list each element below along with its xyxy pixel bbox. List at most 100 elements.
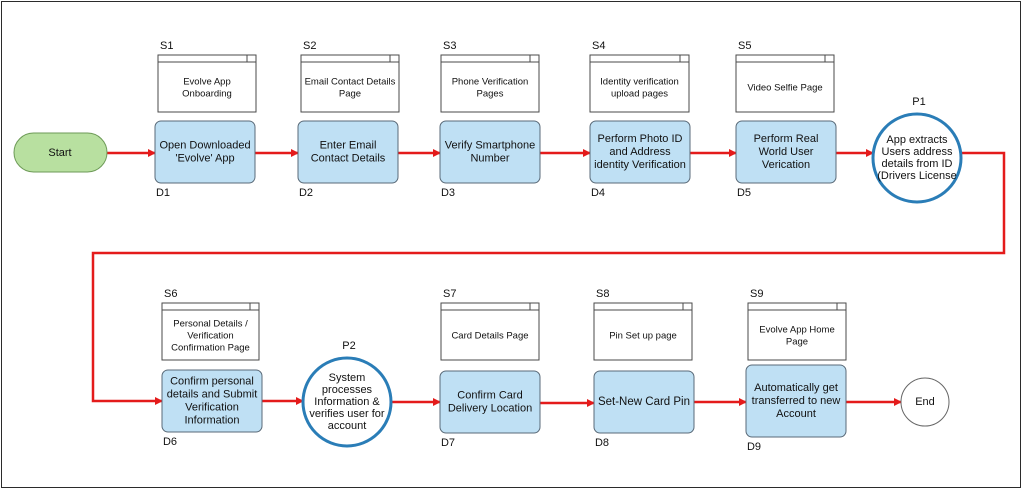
end-terminal: End (900, 377, 950, 427)
screen-title-bar (440, 302, 540, 311)
screen-caption-line: Onboarding (182, 89, 232, 100)
start-terminal: Start (13, 132, 108, 173)
system-process-circle (871, 112, 963, 204)
screen-frame (440, 54, 540, 113)
step-code: D3 (441, 187, 455, 199)
screen-caption-line: Personal Details / (173, 319, 248, 330)
system-process-caption-line: verifies user for (309, 408, 385, 420)
step-box (154, 120, 256, 184)
step-box (439, 120, 541, 184)
system-process-caption-line: App extracts (886, 134, 948, 146)
step-box (745, 364, 847, 438)
screen-caption-line: Identity verification (600, 77, 679, 88)
system-process-circle (301, 356, 393, 448)
system-process-caption-line: processes (322, 384, 373, 396)
screen-title-bar (440, 54, 540, 63)
screen-caption-line: Page (786, 337, 808, 348)
step-caption-line: Enter Email (320, 139, 377, 151)
step-caption-line: 'Evolve' App (175, 152, 234, 164)
system-process-caption-line: account (328, 420, 367, 432)
step-caption-line: identity Verification (594, 159, 686, 171)
system-process-caption-line: (Drivers License (877, 170, 956, 182)
screen-caption-line: Confirmation Page (171, 343, 250, 354)
step-box (439, 370, 541, 434)
end-label: End (915, 396, 935, 408)
step-box (735, 120, 837, 184)
screen-code: S9 (750, 288, 763, 300)
screen-frame (747, 302, 847, 361)
screen-caption-line: Evolve App (183, 77, 231, 88)
step-caption-line: transferred to new (752, 395, 841, 407)
start-shape (13, 132, 108, 173)
screen-title-bar (735, 54, 835, 63)
step-caption-line: Verify Smartphone (445, 139, 536, 151)
step-code: D7 (441, 437, 455, 449)
screen-title-bar (300, 54, 400, 63)
system-process-code: P2 (342, 340, 355, 352)
step-caption-line: details and Submit (167, 388, 258, 400)
step-caption-line: Account (776, 408, 816, 420)
step-caption-line: Confirm personal (170, 375, 254, 387)
screen-code: S5 (738, 40, 751, 52)
system-process-caption-line: Information & (314, 396, 380, 408)
screen-caption-line: Phone Verification (452, 77, 529, 88)
flow-connectors (91, 149, 1006, 407)
system-process-caption-line: details from ID (882, 158, 953, 170)
screen-caption-line: Pin Set up page (609, 331, 677, 342)
end-shape (900, 377, 950, 427)
screen-caption-line: Page (339, 89, 361, 100)
screen-title-bar (589, 54, 690, 63)
step-caption-line: Open Downloaded (159, 139, 250, 151)
step-caption-line: Verication (762, 159, 810, 171)
screen-caption-line: Email Contact Details (305, 77, 396, 88)
step-caption-line: World User (759, 146, 814, 158)
screen-caption-line: Card Details Page (451, 331, 528, 342)
system-process-caption-line: System (329, 372, 366, 384)
step-caption-line: Delivery Location (448, 402, 532, 414)
screen-code: S2 (303, 40, 316, 52)
step-caption-line: Number (470, 152, 509, 164)
screen-code: S6 (164, 288, 177, 300)
screen-code: S1 (160, 40, 173, 52)
step-code: D5 (737, 187, 751, 199)
system-process-caption-line: Users address (882, 146, 953, 158)
screen-code: S4 (592, 40, 605, 52)
step-code: D8 (595, 437, 609, 449)
start-label: Start (48, 147, 71, 159)
step-caption-line: Contact Details (311, 152, 386, 164)
step-caption-line: Perform Photo ID (598, 133, 683, 145)
screen-title-bar (157, 54, 257, 63)
step-caption-line: Perform Real (754, 133, 819, 145)
step-caption-line: Verification (185, 401, 239, 413)
step-code: D9 (747, 441, 761, 453)
screen-code: S7 (443, 288, 456, 300)
screen-caption-line: Verification (187, 331, 233, 342)
step-box (161, 369, 263, 433)
screen-frame (157, 54, 257, 113)
screen-caption-line: Evolve App Home (759, 325, 835, 336)
screen-code: S8 (596, 288, 609, 300)
screen-title-bar (747, 302, 847, 311)
step-box (297, 120, 399, 184)
step-box (589, 120, 691, 184)
screen-frame (593, 302, 693, 361)
step-box (593, 370, 695, 434)
flow-arrow-p1-to-d6 (91, 151, 1006, 405)
step-caption-line: Confirm Card (457, 389, 522, 401)
screen-title-bar (593, 302, 693, 311)
